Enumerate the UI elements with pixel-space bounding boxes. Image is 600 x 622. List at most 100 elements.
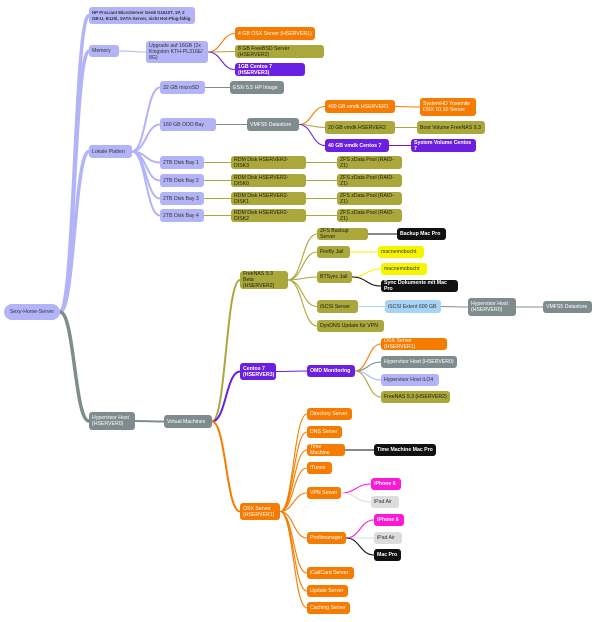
edge-root-hypervisor bbox=[58, 310, 91, 423]
node-time-machine-mac-pro[interactable]: Time Machine Mac Pro bbox=[374, 444, 436, 456]
node-rdm-disk1[interactable]: RDM Disk HSERVER2-DISK1 bbox=[231, 192, 306, 205]
node-macnemobucht-2[interactable]: macnemobucht bbox=[381, 263, 427, 275]
node-hypervisor-host-2[interactable]: Hypervisor Host (HSERVER0) bbox=[468, 298, 516, 316]
node-upgrade-16gb[interactable]: Upgrade auf 16GB (2x Kingston KTH-PL316E… bbox=[146, 41, 208, 63]
node-rdm-disk2[interactable]: RDM Disk HSERVER2-DISK2 bbox=[231, 209, 306, 222]
edge-freenas-zfsbackup bbox=[287, 233, 318, 281]
node-40gb-vmdk-centos[interactable]: 40 GB vmdk Centos 7 bbox=[325, 139, 389, 152]
edge-vpn-iphone1 bbox=[340, 483, 372, 494]
edge-profil-iphone2 bbox=[345, 519, 375, 539]
node-160gb-odd-bay[interactable]: 160 GB ODD Bay bbox=[160, 118, 216, 131]
node-iscsi-extent[interactable]: iSCSI Extent 600 GB bbox=[385, 300, 441, 313]
node-memory[interactable]: Memory bbox=[89, 45, 119, 57]
node-vpn-server[interactable]: VPN Server bbox=[307, 487, 341, 499]
node-backup-mac-pro[interactable]: Backup Mac Pro bbox=[397, 228, 446, 240]
node-zfs-backup-server[interactable]: ZFS Backup Server bbox=[317, 228, 368, 240]
node-virtual-machines[interactable]: Virtual Machines bbox=[164, 415, 212, 428]
edge-lokale-bay3 bbox=[131, 150, 161, 200]
edge-lokale-bay4 bbox=[131, 150, 161, 217]
node-1gb-centos[interactable]: 1GB Centos 7 (HSERVER3) bbox=[235, 63, 305, 76]
node-2tb-disk-bay-1[interactable]: 2TB Disk Bay 1 bbox=[160, 156, 204, 169]
node-time-machine[interactable]: Time Machine bbox=[307, 444, 345, 456]
edge-freenas-firefly bbox=[287, 251, 318, 281]
node-ipad-air-a[interactable]: iPad Air bbox=[371, 496, 399, 508]
node-itunes[interactable]: iTunes bbox=[307, 462, 332, 474]
node-vmfs5-datastore-2[interactable]: VMFS5 Datastore bbox=[543, 301, 592, 313]
edge-btsync-macne2 bbox=[351, 268, 382, 278]
node-20gb-vmdk-hserver2[interactable]: 20 GB vmdk HSERVER2 bbox=[325, 121, 395, 134]
node-rdm-disk3[interactable]: RDM Disk HSERVER2-DISK3 bbox=[231, 156, 306, 169]
node-sync-dokumente[interactable]: Sync Dokumente mit Mac Pro bbox=[381, 280, 458, 292]
node-zfs-pool-1[interactable]: ZFS zData Pool (RAID-Z1) bbox=[337, 156, 402, 169]
node-profilmanager[interactable]: Profilmanager bbox=[307, 532, 346, 544]
edge-memory-upgrade bbox=[118, 50, 147, 53]
edge-lokale-odd bbox=[131, 123, 161, 153]
edge-root-memory bbox=[58, 49, 91, 314]
node-directory-server[interactable]: Directory Server bbox=[307, 408, 352, 420]
node-omd-monitoring[interactable]: OMD Monitoring bbox=[307, 365, 355, 377]
node-esxi-image[interactable]: ESXi 5.5 HP Image bbox=[230, 81, 284, 94]
node-osx-server-hserver1[interactable]: OSX Server (HSERVER1) bbox=[381, 338, 447, 350]
node-dns-server[interactable]: DNS Server bbox=[307, 426, 342, 438]
node-ipad-air-b[interactable]: iPad Air bbox=[374, 532, 402, 544]
root-node-sexy-home-server[interactable]: Sexy-Home-Server bbox=[4, 304, 60, 320]
node-caching-server[interactable]: Caching Server bbox=[307, 602, 350, 614]
node-hypervisor-host[interactable]: Hypervisor Host (HSERVER0) bbox=[89, 412, 135, 430]
node-macnemobucht-1[interactable]: macnemobucht bbox=[378, 246, 424, 258]
node-btsync-jail[interactable]: BTSync Jail bbox=[317, 271, 352, 283]
edge-osxserver-caching bbox=[279, 510, 308, 609]
node-iscsi-server[interactable]: iSCSI Server bbox=[317, 300, 358, 313]
node-zfs-pool-4[interactable]: ZFS zData Pool (RAID-Z1) bbox=[337, 209, 402, 222]
edge-vpn-ipad1 bbox=[340, 492, 372, 503]
node-2tb-disk-bay-2[interactable]: 2TB Disk Bay 2 bbox=[160, 174, 204, 187]
node-zfs-pool-2[interactable]: ZFS zData Pool (RAID-Z1) bbox=[337, 174, 402, 187]
node-update-server[interactable]: Update Server bbox=[307, 585, 348, 597]
edge-freenas-btsync bbox=[287, 276, 318, 281]
node-2tb-disk-bay-3[interactable]: 2TB Disk Bay 3 bbox=[160, 192, 204, 205]
edge-omd-freenash2 bbox=[354, 370, 382, 398]
node-32gb-microsd[interactable]: 32 GB microSD bbox=[160, 81, 205, 94]
node-hp-proliant[interactable]: HP ProLiant MicroServer Gen8 G1610T, 1P,… bbox=[89, 7, 195, 24]
node-centos-7[interactable]: Centos 7 (HSERVER3) bbox=[240, 363, 276, 380]
edge-lokale-microsd bbox=[131, 86, 161, 153]
edge-osxserver-itunes bbox=[279, 467, 308, 513]
edge-iscsiext-hyphost2 bbox=[440, 305, 469, 308]
edge-vmfs-vmdk3 bbox=[298, 123, 326, 147]
edge-vmfs-vmdk1 bbox=[298, 105, 326, 126]
node-vmfs5-datastore[interactable]: VMFS5 Datastore bbox=[247, 118, 299, 131]
node-dyndns-update[interactable]: DynDNS Update für VPN bbox=[317, 320, 384, 332]
node-iphone-6-a[interactable]: iPhone 6 bbox=[371, 478, 401, 490]
edge-osxserver-vpn bbox=[279, 492, 308, 513]
node-rdm-disk0[interactable]: RDM Disk HSERVER2-DISK0 bbox=[231, 174, 306, 187]
edge-vmdk1-yosemite bbox=[394, 105, 421, 108]
node-system-volume-centos[interactable]: System Volume Centos 7 bbox=[411, 139, 476, 152]
node-ical-card-server[interactable]: iCal/Card Server bbox=[307, 567, 354, 579]
node-8gb-freebsd-server[interactable]: 8 GB FreeBSD Server (HSERVER2) bbox=[235, 45, 324, 58]
edge-osxserver-ical bbox=[279, 510, 308, 574]
edge-upgrade-osx4 bbox=[207, 32, 236, 53]
node-lokale-platten[interactable]: Lokale Platten bbox=[89, 145, 132, 158]
node-firefly-jail[interactable]: Firefly Jail bbox=[317, 246, 350, 258]
edge-freenas-dyndns bbox=[287, 279, 318, 327]
edge-root-lokale bbox=[58, 149, 91, 314]
node-mac-pro[interactable]: Mac Pro bbox=[374, 549, 401, 561]
node-400gb-vmdk-hserver1[interactable]: 400 GB vmdk HSERVER1 bbox=[325, 100, 395, 113]
node-boot-volume-freenas[interactable]: Boot Volume FreeNAS 9.3 bbox=[417, 121, 485, 134]
edge-hypervisor-vms bbox=[134, 420, 165, 423]
edge-osxserver-dirserver bbox=[279, 413, 308, 513]
node-iphone-6-b[interactable]: iPhone 6 bbox=[374, 514, 404, 526]
edge-vms-osxserver bbox=[211, 420, 241, 513]
node-systemhd-yosemite[interactable]: SystemHD Yosemite OSX 10.10 Server bbox=[420, 98, 476, 116]
edge-vms-freenas bbox=[211, 279, 241, 423]
edge-btsync-syncdok bbox=[351, 276, 382, 287]
node-4gb-osx-server[interactable]: 4 GB OSX Server (HSERVER1) bbox=[235, 27, 315, 40]
node-hypervisor-host-hserver0[interactable]: Hypervisor Host (HSERVER0) bbox=[381, 356, 457, 368]
node-2tb-disk-bay-4[interactable]: 2TB Disk Bay 4 bbox=[160, 209, 204, 222]
node-zfs-pool-3[interactable]: ZFS zData Pool (RAID-Z1) bbox=[337, 192, 402, 205]
node-osx-server[interactable]: OSX Server (HSERVER1) bbox=[240, 503, 280, 520]
edge-osxserver-update bbox=[279, 510, 308, 592]
node-hypervisor-ilo4[interactable]: Hypervisor Host iLO4 bbox=[381, 374, 439, 386]
node-freenas-hserver2[interactable]: FreeNAS 9.3 (HSERVER2) bbox=[381, 391, 450, 403]
node-freenas-beta[interactable]: FreeNAS 9.3 Beta (HSERVER2) bbox=[240, 271, 288, 289]
